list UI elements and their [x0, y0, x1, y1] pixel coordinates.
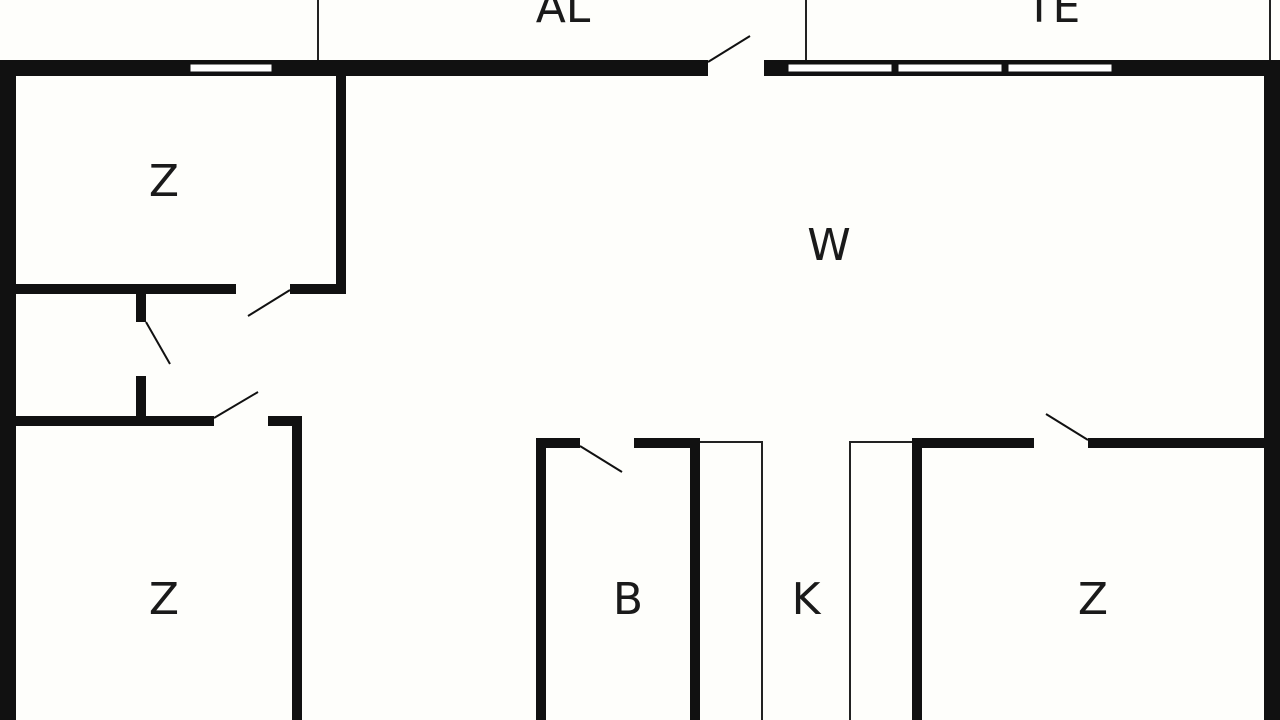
- wall-b-right: [690, 438, 700, 720]
- window-3: [897, 63, 1003, 73]
- room-label-b: B: [612, 574, 644, 625]
- door-swing-z-r: [1045, 413, 1089, 441]
- room-label-k: K: [791, 574, 821, 625]
- wall-b-left: [536, 438, 546, 720]
- wall-left: [0, 60, 16, 720]
- room-label-al: AL: [535, 0, 591, 33]
- wall-z-bl-top: [16, 416, 300, 426]
- room-label-z-bottom-left: Z: [148, 574, 180, 625]
- door-swing-closet: [145, 321, 171, 365]
- door-gap-z-r: [1034, 438, 1088, 448]
- wall-z-bl-right: [292, 416, 302, 720]
- wall-z-tl-bottom: [16, 284, 346, 294]
- doors: [136, 35, 1089, 473]
- door-swing-balcony: [707, 35, 751, 63]
- wall-right: [1264, 60, 1280, 720]
- door-gap-z-bl: [214, 416, 268, 426]
- door-gap-z-tl: [236, 284, 290, 294]
- kitchen-counters: [700, 441, 912, 720]
- door-gap-closet: [136, 322, 146, 376]
- wall-z-r-left: [912, 438, 922, 720]
- windows: [189, 63, 1113, 73]
- room-label-z-top-left: Z: [148, 156, 180, 207]
- window-2: [787, 63, 893, 73]
- counter-right: [849, 441, 912, 720]
- door-swing-z-bl: [213, 391, 259, 419]
- room-label-z-right: Z: [1077, 574, 1109, 625]
- door-gap-balcony: [708, 60, 764, 76]
- counter-left: [700, 441, 763, 720]
- window-4: [1007, 63, 1113, 73]
- wall-z-tl-right: [336, 76, 346, 294]
- room-label-w: W: [807, 220, 851, 271]
- window-1: [189, 63, 273, 73]
- door-swing-z-tl: [247, 289, 291, 317]
- door-gap-b: [580, 438, 634, 448]
- room-label-te: TE: [1025, 0, 1081, 33]
- door-swing-b: [579, 445, 623, 473]
- exterior-areas: [317, 0, 1271, 62]
